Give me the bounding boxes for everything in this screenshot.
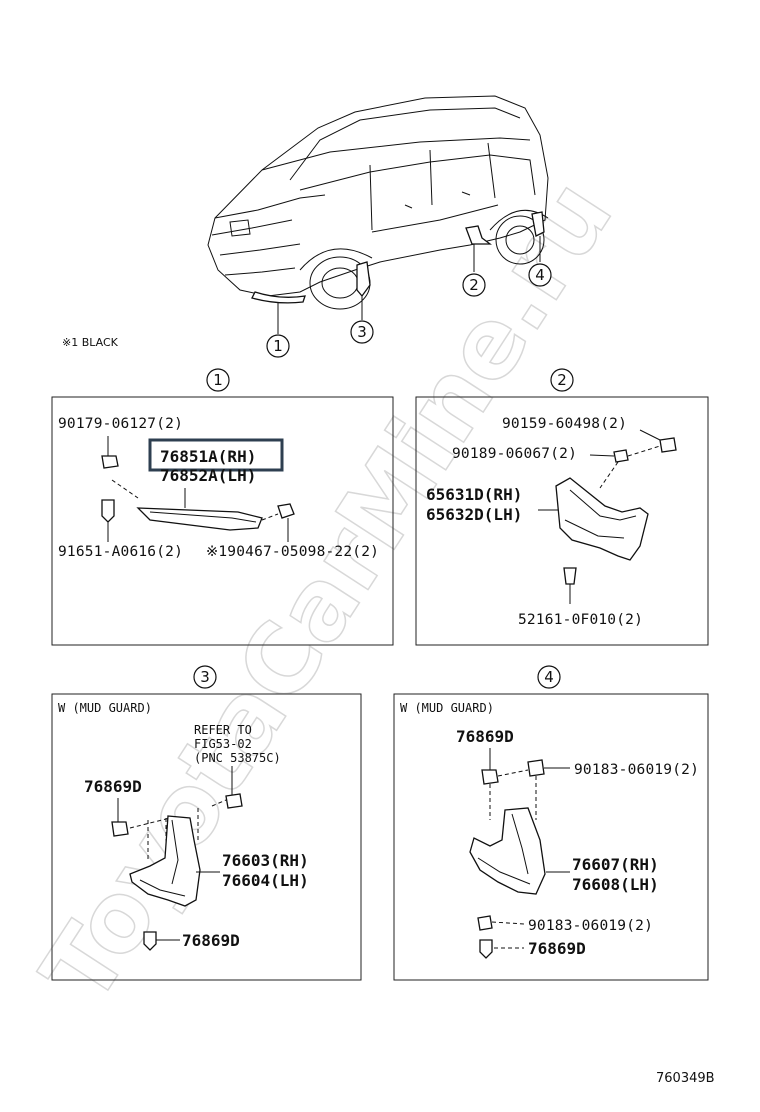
part-90159-60498: 90159-60498(2) [502,416,627,432]
part-76604-LH: 76604(LH) [222,871,309,890]
part-76869D-bottom-4: 76869D [528,939,586,958]
panel-1-title: 1 [213,371,223,389]
svg-text:4: 4 [535,266,545,284]
part-76869D-top-4: 76869D [456,727,514,746]
svg-text:3: 3 [357,323,367,341]
figure-id: 760349B [656,1071,715,1086]
refer-line-3: (PNC 53875C) [194,751,281,765]
callout-1: 1 [266,334,290,358]
note-black: ※1 BLACK [62,336,119,349]
panel-3-header: W (MUD GUARD) [58,701,152,715]
part-76851A-RH: 76851A(RH) [160,447,256,466]
part-91651-A0616: 91651-A0616(2) [58,544,183,560]
part-90183-06019-bottom: 90183-06019(2) [528,918,653,934]
panel-4-header: W (MUD GUARD) [400,701,494,715]
svg-text:1: 1 [273,337,283,355]
callout-2: 2 [462,273,486,297]
refer-line-2: FIG53-02 [194,737,252,751]
part-90179-06127: 90179-06127(2) [58,416,183,432]
part-76869D-top-3: 76869D [84,777,142,796]
panel-3-title: 3 [200,668,210,686]
car-overview [207,95,549,334]
panel-4-title: 4 [544,668,554,686]
part-76852A-LH: 76852A(LH) [160,466,256,485]
callout-4: 4 [528,263,552,287]
part-65631D-RH: 65631D(RH) [426,485,522,504]
part-65632D-LH: 65632D(LH) [426,505,522,524]
part-76869D-bottom-3: 76869D [182,931,240,950]
svg-text:2: 2 [469,276,479,294]
panel-4: 4 W (MUD GUARD) 76869D 90183-06019(2) 76… [393,665,709,981]
panel-2: 2 90159-60498(2) 90189-06067(2) 65631D(R… [415,368,709,646]
panel-2-title: 2 [557,371,567,389]
panel-3: 3 W (MUD GUARD) REFER TO FIG53-02 (PNC 5… [51,665,362,981]
part-90183-06019-top: 90183-06019(2) [574,762,699,778]
part-76608-LH: 76608(LH) [572,875,659,894]
part-90189-06067: 90189-06067(2) [452,446,577,462]
callout-3: 3 [350,320,374,344]
refer-line-1: REFER TO [194,723,252,737]
watermark: ToyotaCarMine.ru [20,161,634,1023]
part-76607-RH: 76607(RH) [572,855,659,874]
part-76603-RH: 76603(RH) [222,851,309,870]
panel-1: 1 90179-06127(2) 76851A(RH) 76852A(LH) 9… [51,368,394,646]
part-90467-05098-22: ※190467-05098-22(2) [206,544,379,560]
part-52161-0F010: 52161-0F010(2) [518,612,643,628]
highlight-box [148,438,284,472]
